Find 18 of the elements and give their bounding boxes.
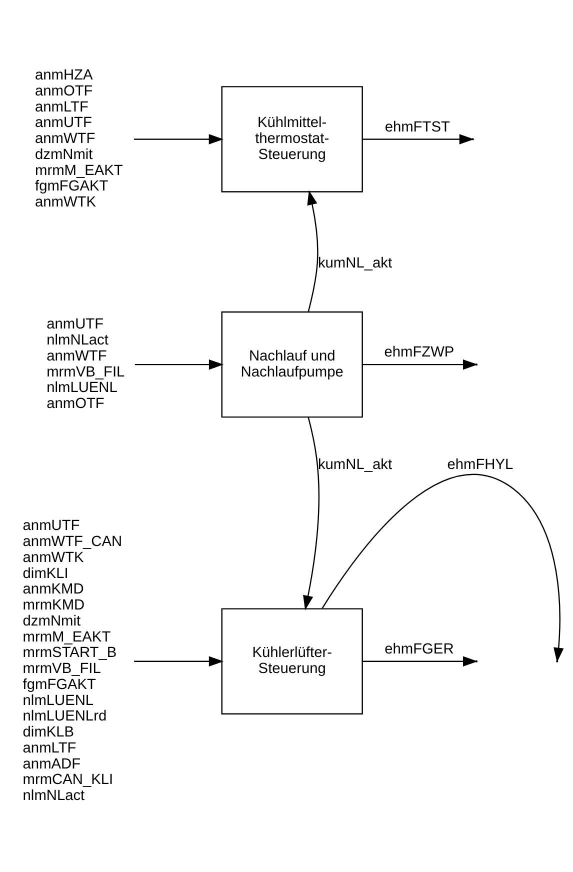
node-text: anmUTF anmWTF_CAN anmWTK dimKLI anmKMD mrmKMD dzmNmit mrmM_EAKT mrmSTART_B mrmVB_FIL fgmFGAKT nlmLUENL nlmLUENLrd dimKLB anmLTF anmADF mrmCAN_KLI nlmNLact bbox=[22, 518, 122, 804]
node-box: Kühlerlüfter- Steuerung bbox=[221, 608, 363, 714]
arrow bbox=[307, 190, 318, 312]
edge-label: kumNL_akt bbox=[318, 256, 392, 272]
arrow bbox=[134, 656, 224, 666]
edge-label: ehmFTST bbox=[384, 119, 450, 136]
arrow bbox=[134, 134, 224, 144]
arrow bbox=[134, 359, 224, 370]
node-box: Kühlmittel- thermostat- Steuerung bbox=[221, 86, 363, 192]
node-text: anmHZA anmOTF anmLTF anmUTF anmWTF dzmNmit mrmM_EAKT fgmFGAKT anmWTK bbox=[35, 67, 123, 211]
arrow bbox=[303, 416, 320, 610]
edge-label: ehmFZWP bbox=[384, 344, 454, 361]
edge-label: kumNL_akt bbox=[318, 457, 392, 474]
node-text: anmUTF nlmNLact anmWTF mrmVB_FIL nlmLUENL anmOTF bbox=[46, 316, 125, 412]
edge-label: ehmFGER bbox=[384, 642, 454, 658]
node-box: Nachlauf und Nachlaufpumpe bbox=[221, 311, 363, 418]
arrow bbox=[362, 359, 478, 370]
edge-label: ehmFHYL bbox=[447, 457, 514, 474]
